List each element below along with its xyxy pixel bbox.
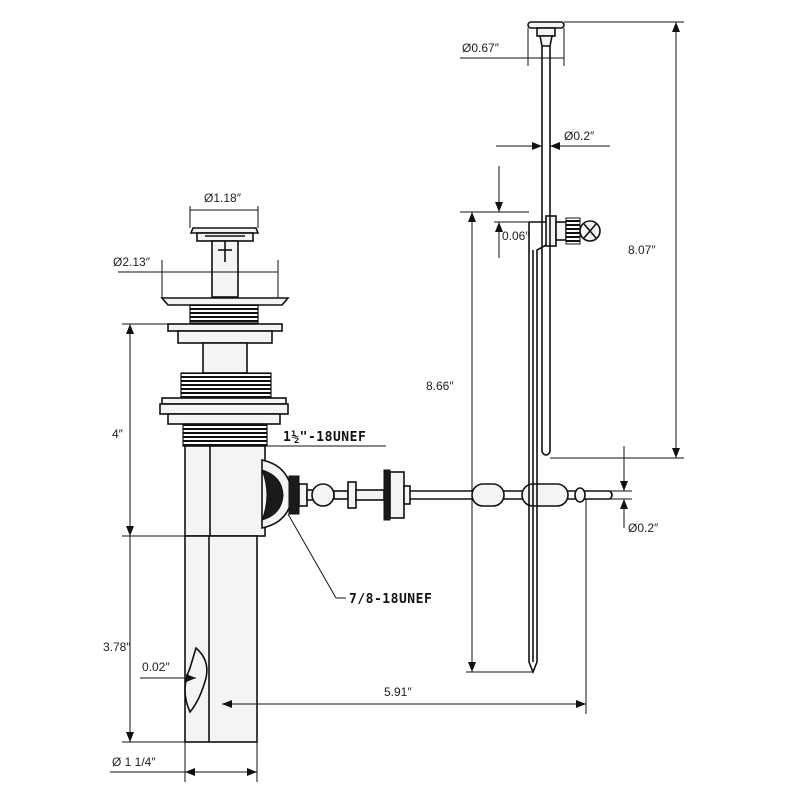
tail-dia-label: Ø 1 1/4″ [112, 755, 156, 769]
thread-upper-label: 1½"-18UNEF [283, 430, 366, 445]
knob-dia-label: Ø0.67″ [462, 41, 500, 55]
upper-height-label: 4″ [112, 427, 124, 441]
dimension-lines [110, 21, 684, 782]
drain-body [159, 227, 293, 743]
pivot-rod-dia-label: Ø0.2″ [628, 521, 659, 535]
tail-length-label: 3.78″ [103, 640, 131, 654]
clevis-strap [528, 215, 601, 675]
flange-dia-label: Ø2.13″ [113, 255, 151, 269]
clevis-length-label: 8.66″ [426, 379, 454, 393]
thread-pivot-label: 7/8-18UNEF [349, 592, 432, 607]
pivot-rod-assembly [288, 469, 613, 521]
lift-rod [527, 21, 565, 456]
rod-offset-label: 5.91″ [384, 685, 412, 699]
lift-rod-dia-label: Ø0.2″ [564, 129, 595, 143]
stopper-cap-dia-label: Ø1.18″ [204, 191, 242, 205]
lift-rod-length-label: 8.07″ [628, 243, 656, 257]
slot-width-label: 0.02″ [142, 660, 170, 674]
clevis-offset-label: 0.06″ [502, 229, 530, 243]
